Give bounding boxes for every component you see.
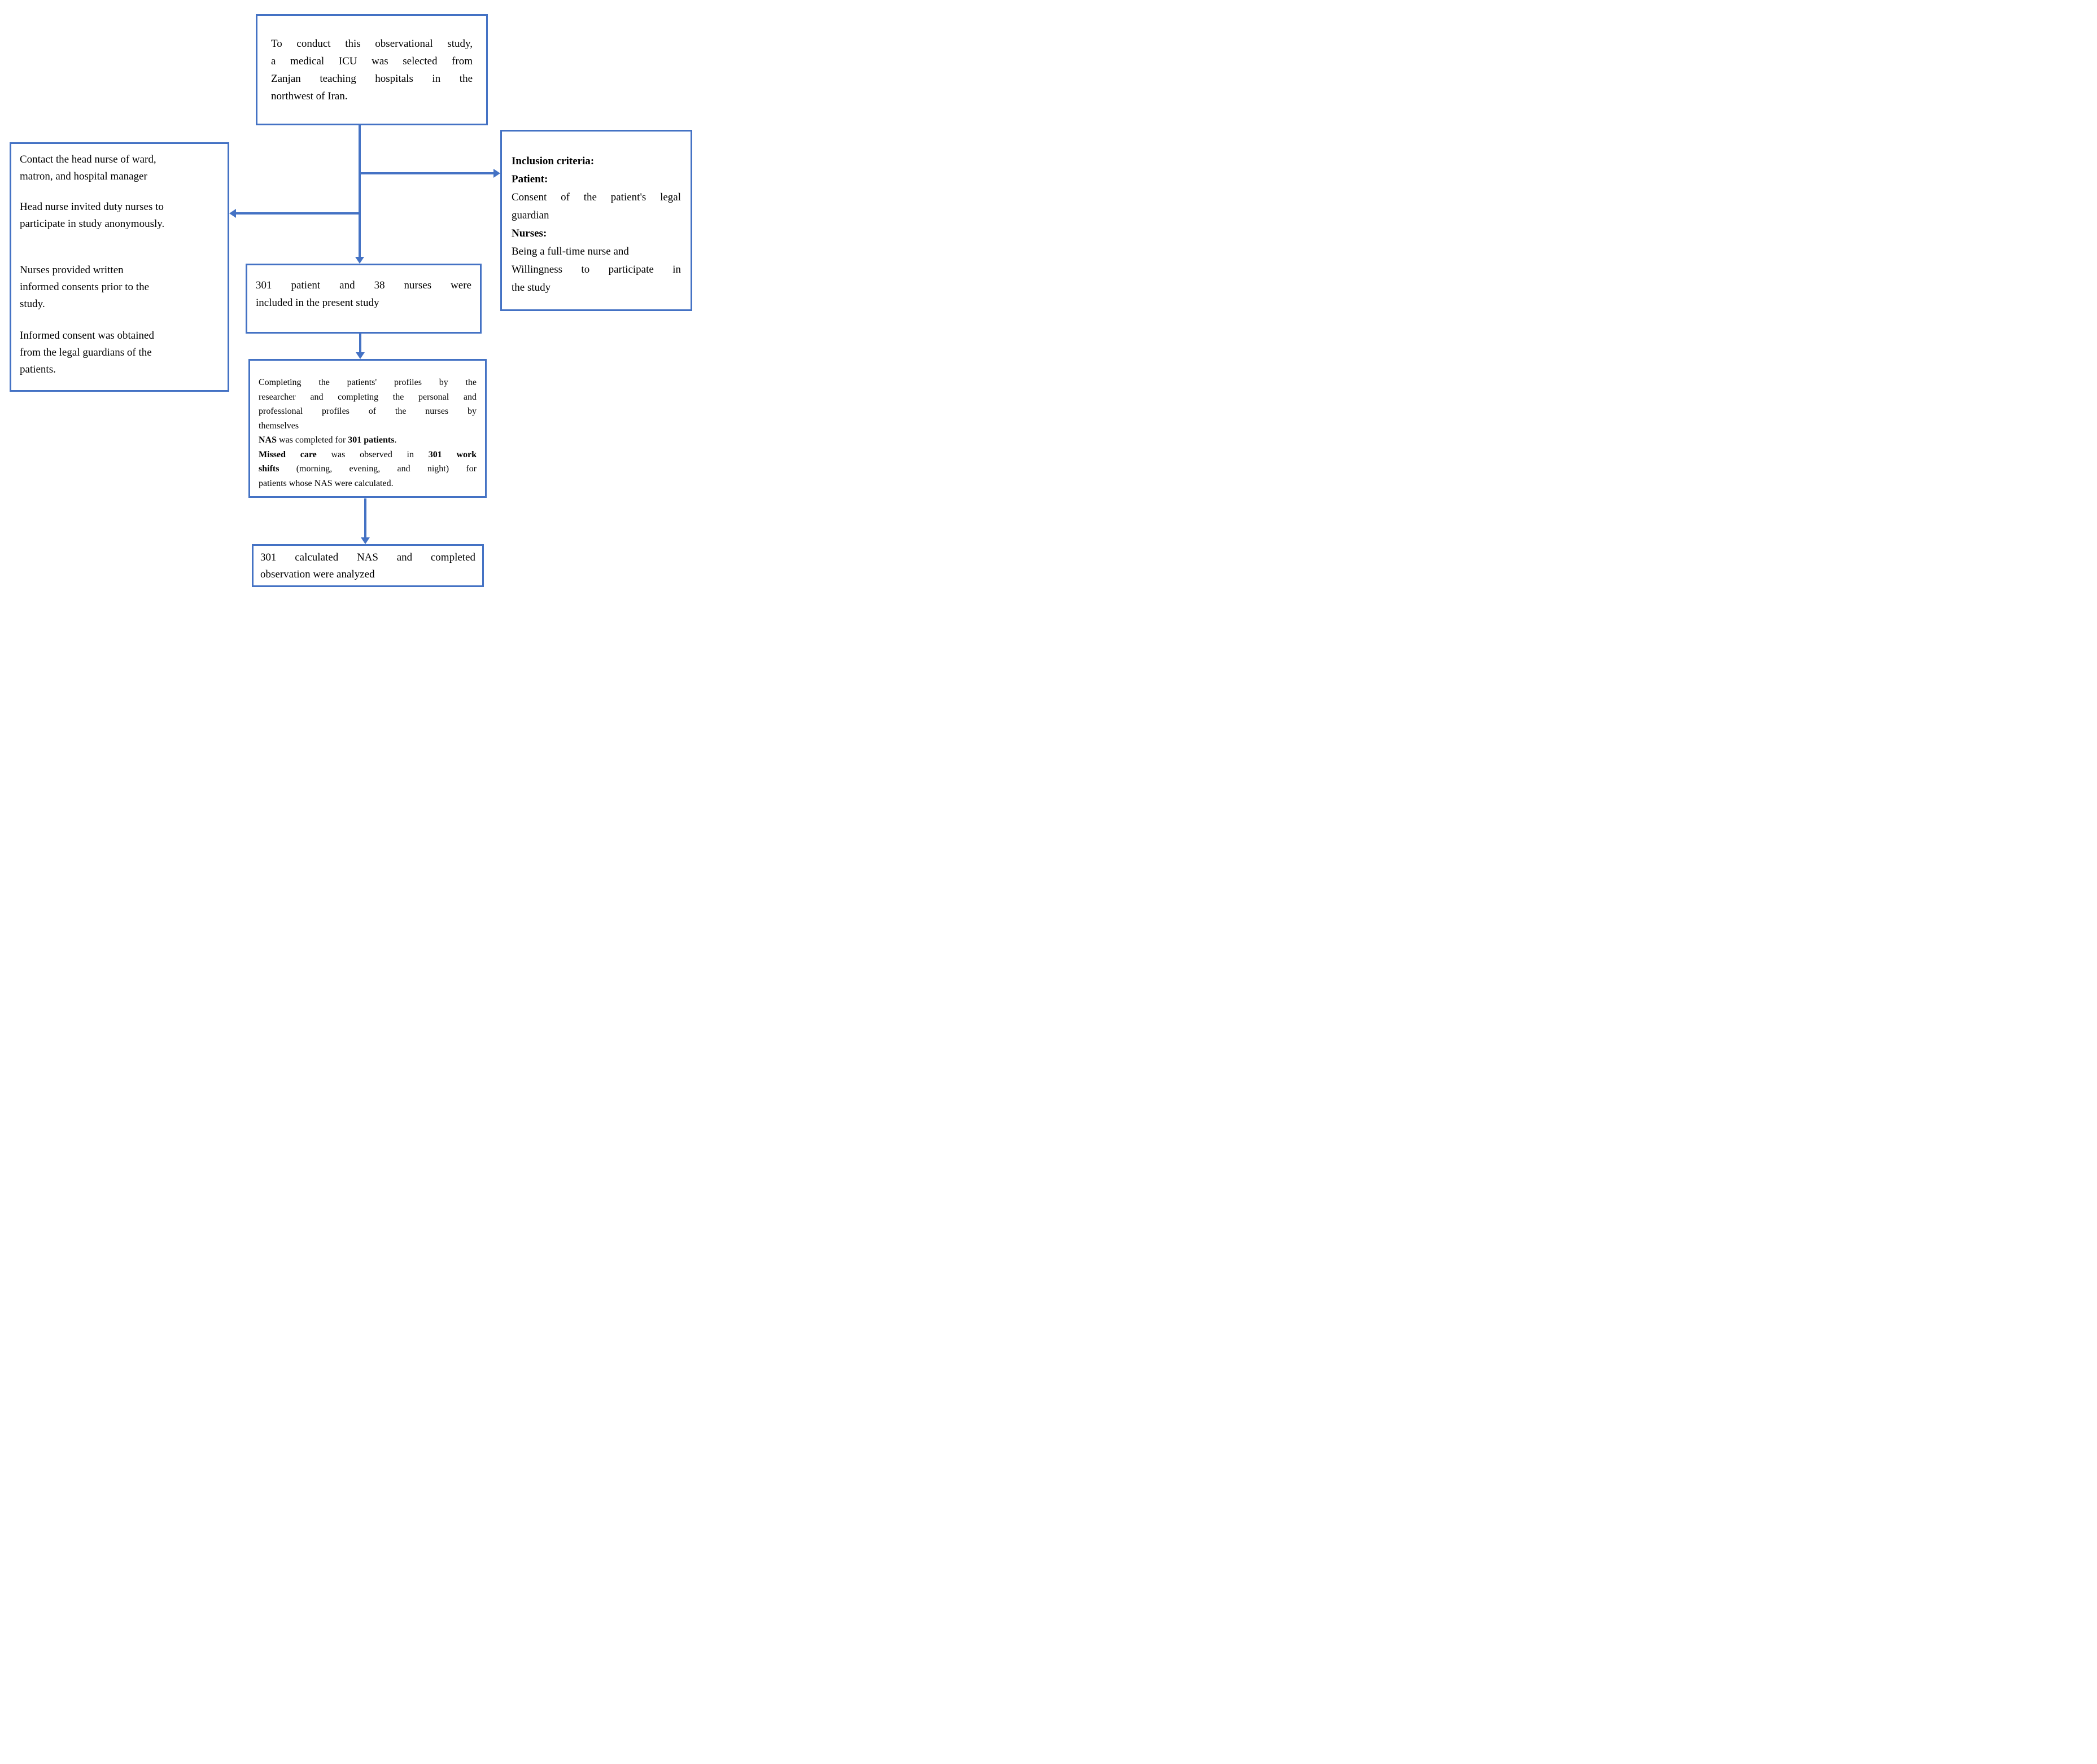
inclusion-criteria-heading: Inclusion criteria: — [512, 155, 595, 167]
text-line-nas: NAS was completed for 301 patients. — [259, 435, 397, 445]
arrow-down-icon — [361, 537, 370, 544]
box-inclusion-criteria: Inclusion criteria: Patient: Consent of … — [500, 130, 692, 311]
text-line: Head nurse invited duty nurses to — [20, 201, 164, 213]
text-line: guardian — [512, 209, 549, 221]
text-line: themselves — [259, 421, 299, 431]
text-line: Being a full-time nurse and — [512, 246, 629, 257]
text-line: a medical ICU was selected from — [271, 55, 473, 67]
text-line: Zanjan teaching hospitals in the — [271, 72, 473, 85]
text-line: informed consents prior to the — [20, 281, 150, 293]
text-line: Completing the patients' profiles by the — [259, 378, 477, 387]
text-line: study. — [20, 298, 45, 310]
paragraph-nurse-consent: Nurses provided written informed consent… — [20, 262, 222, 313]
study-flow-diagram: To conduct this observational study, a m… — [0, 0, 699, 588]
text-line: northwest of Iran. — [271, 90, 348, 102]
text-line: Willingness to participate in — [512, 264, 681, 275]
text-line: 301 calculated NAS and completed — [260, 551, 475, 563]
arrow-down-icon — [355, 257, 364, 264]
box-analysis: 301 calculated NAS and completed observa… — [252, 544, 484, 587]
arrow-top-to-sample-shaft — [359, 125, 361, 257]
text-line: shifts (morning, evening, and night) for — [259, 464, 477, 474]
arrow-sample-to-data-collection-shaft — [359, 334, 361, 353]
text-line: Informed consent was obtained — [20, 330, 154, 342]
paragraph-guardian-consent: Informed consent was obtained from the l… — [20, 327, 222, 378]
text-line: participate in study anonymously. — [20, 218, 165, 230]
arrow-right-icon — [493, 169, 500, 178]
arrow-data-collection-to-analysis-shaft — [364, 498, 366, 538]
text-line: included in the present study — [256, 297, 379, 309]
arrow-branch-to-inclusion-shaft — [360, 172, 494, 174]
arrow-down-icon — [356, 352, 365, 359]
text-line: To conduct this observational study, — [271, 37, 473, 50]
arrow-branch-to-recruitment-shaft — [235, 212, 360, 215]
text-line: the study — [512, 282, 551, 294]
text-line: professional profiles of the nurses by — [259, 406, 477, 416]
paragraph-invite: Head nurse invited duty nurses to partic… — [20, 199, 222, 233]
box-recruitment-consent: Contact the head nurse of ward, matron, … — [10, 142, 229, 392]
text-line: Contact the head nurse of ward, — [20, 154, 156, 165]
text-line-missed-care: Missed care was observed in 301 work — [259, 449, 477, 459]
text-line: from the legal guardians of the — [20, 347, 152, 358]
text-line: observation were analyzed — [260, 568, 375, 580]
text-line: Nurses provided written — [20, 264, 124, 276]
box-sample-included: 301 patient and 38 nurses were included … — [246, 264, 482, 334]
text-line: Consent of the patient's legal — [512, 191, 681, 203]
text-line: 301 patient and 38 nurses were — [256, 279, 471, 291]
text-line: researcher and completing the personal a… — [259, 392, 477, 402]
nurses-heading: Nurses: — [512, 227, 547, 239]
paragraph-contact: Contact the head nurse of ward, matron, … — [20, 151, 222, 185]
text-line: matron, and hospital manager — [20, 170, 147, 182]
patient-heading: Patient: — [512, 173, 548, 185]
box-data-collection: Completing the patients' profiles by the… — [248, 359, 487, 498]
text-line: patients whose NAS were calculated. — [259, 478, 394, 488]
box-study-setting: To conduct this observational study, a m… — [256, 14, 488, 125]
arrow-left-icon — [229, 209, 236, 218]
text-line: patients. — [20, 364, 56, 375]
